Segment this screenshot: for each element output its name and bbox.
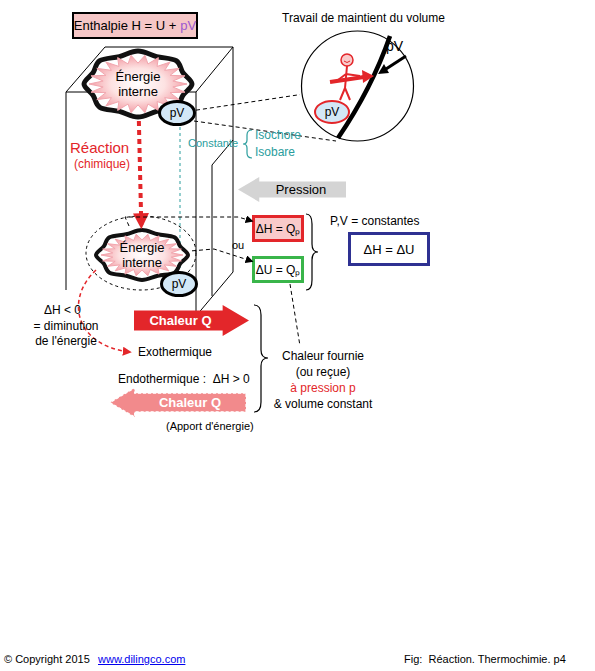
figure-caption: Fig: Réaction. Thermochimie. p4 xyxy=(404,653,566,665)
label-text: Constante xyxy=(188,137,238,149)
node-text: Pression xyxy=(258,182,327,197)
label-text: Réaction xyxy=(70,139,129,156)
connector xyxy=(139,121,141,226)
label-text: Chaleur fournie (ou reçue) xyxy=(276,348,370,380)
node-text: pV xyxy=(180,18,196,33)
node-text: Énergie interne xyxy=(107,69,169,99)
heat-arrow: Chaleur Q xyxy=(110,388,246,417)
equality-box: ΔH = ΔU xyxy=(348,232,430,266)
label-text: © Copyright 2015 xyxy=(4,653,90,665)
label-text: Exothermique xyxy=(138,345,212,359)
brace xyxy=(254,305,268,412)
energy-result-box: ΔU = Qₚ xyxy=(252,256,304,283)
brace xyxy=(243,130,252,158)
node-text: ΔU = Qₚ xyxy=(256,261,301,278)
label-text: Isobare xyxy=(255,145,295,159)
node-text: pV xyxy=(325,105,340,119)
node-text: ΔH = ΔU xyxy=(364,242,415,257)
node-text: Énergie interne xyxy=(111,240,173,270)
node-text: pV xyxy=(170,106,185,120)
pv-ellipse: pV xyxy=(158,100,196,126)
label-text: Endothermique : ΔH > 0 xyxy=(118,372,250,386)
connector xyxy=(192,249,252,261)
connector xyxy=(196,95,300,111)
node-text: Enthalpie H = U + xyxy=(74,18,177,33)
pv-ellipse: pV xyxy=(314,100,350,124)
node-text: Chaleur Q xyxy=(135,395,221,410)
inset-circle: Travail de maintient du volumepVpV xyxy=(300,30,415,142)
leader-line xyxy=(290,284,300,346)
pressure-arrow: Pression xyxy=(238,177,346,202)
label-text: www.dilingco.com xyxy=(98,653,185,665)
label-text: & volume constant xyxy=(266,397,380,411)
node-text: pV xyxy=(172,277,187,291)
node-text: pV xyxy=(386,38,403,54)
enthalpy-box: Enthalpie H = U +pV xyxy=(72,12,198,39)
node-text: Travail de maintient du volume xyxy=(282,11,445,25)
dashed-outline xyxy=(86,216,196,290)
label-text: à pression p xyxy=(276,381,370,395)
node-text: Chaleur Q xyxy=(149,313,233,328)
node-text: ΔH = Qₚ xyxy=(256,220,301,237)
heat-arrow: Chaleur Q xyxy=(134,305,249,336)
label-text: ΔH < 0 xyxy=(44,303,81,317)
label-text: (chimique) xyxy=(74,157,130,171)
label-text: = diminution de l'énergie xyxy=(28,319,104,349)
label-text: (Apport d'énergie) xyxy=(166,420,254,432)
label-text: Isochore xyxy=(255,128,301,142)
brace xyxy=(306,214,318,290)
pv-ellipse: pV xyxy=(160,271,198,297)
enthalpy-result-box: ΔH = Qₚ xyxy=(252,215,304,242)
label-text: ou xyxy=(232,239,244,251)
connector xyxy=(125,217,252,226)
label-text: P,V = constantes xyxy=(330,214,420,228)
